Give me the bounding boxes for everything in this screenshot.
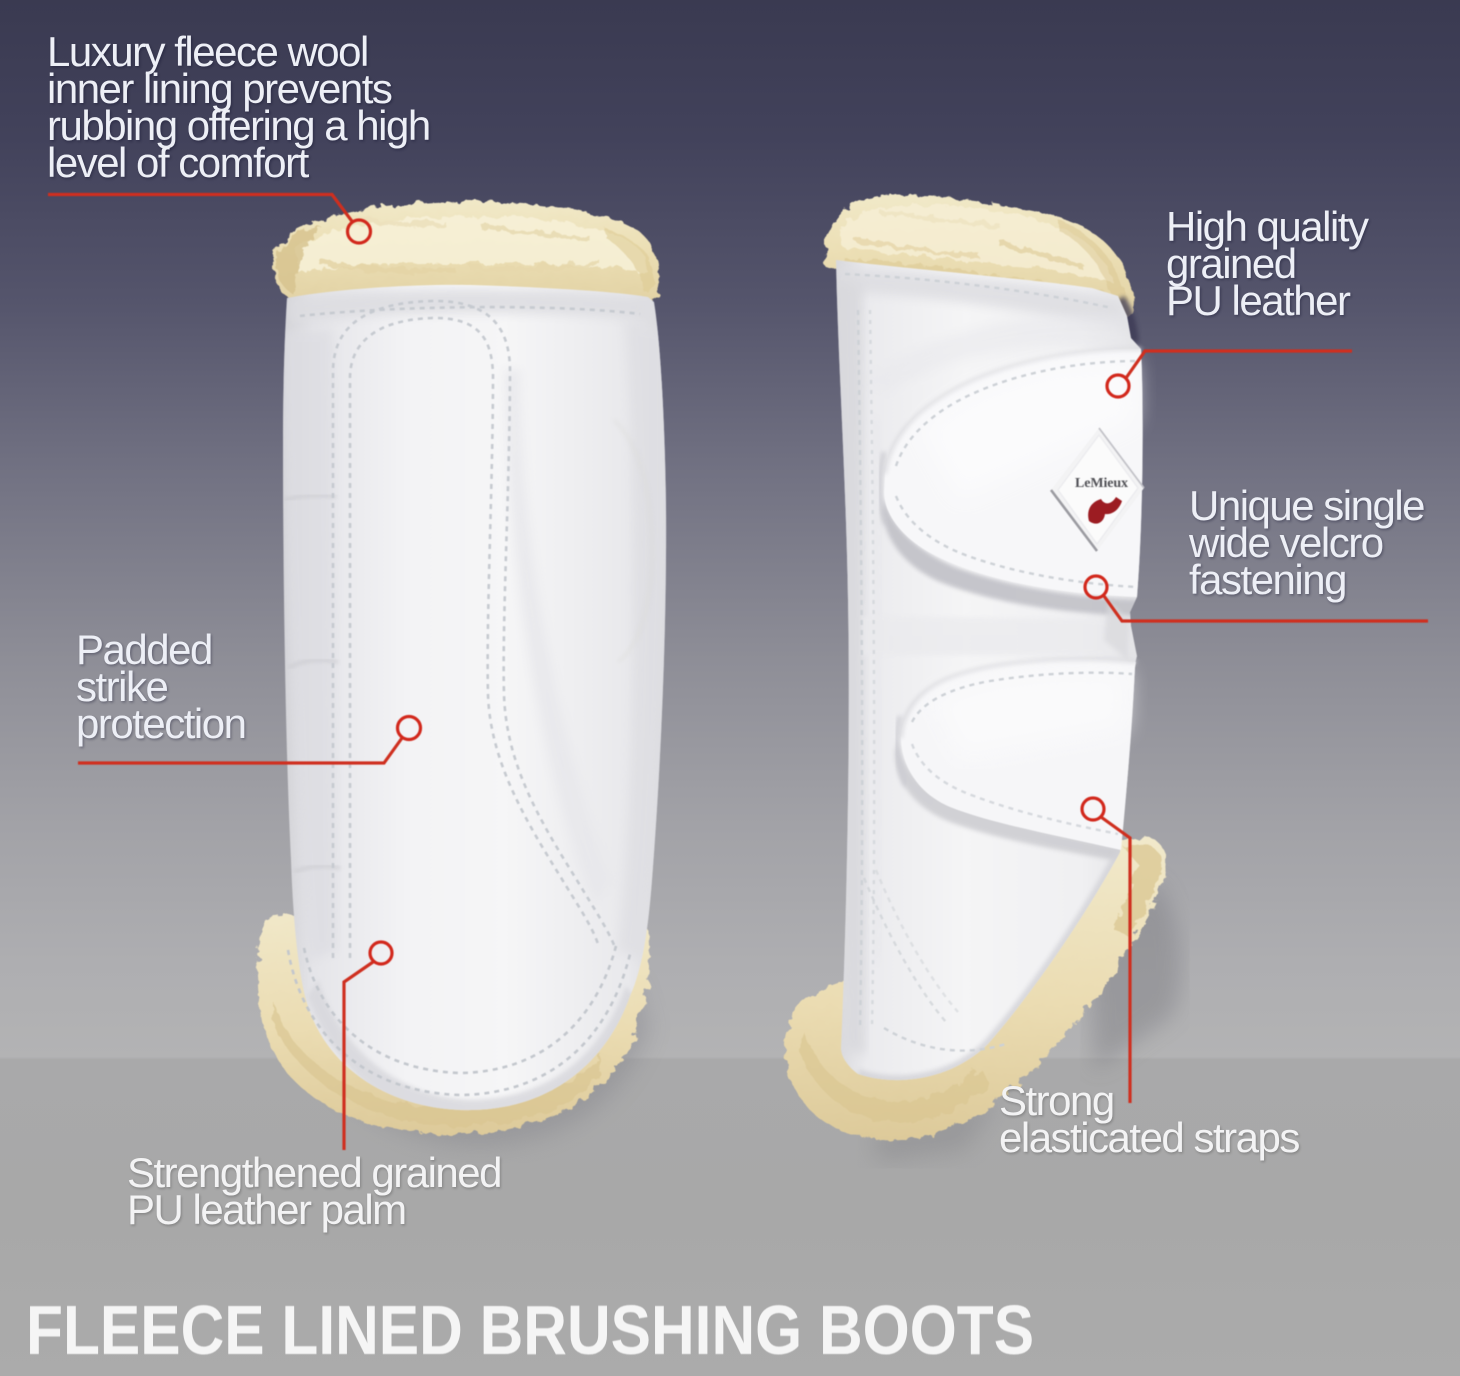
svg-text:LeMieux: LeMieux bbox=[1075, 476, 1128, 491]
